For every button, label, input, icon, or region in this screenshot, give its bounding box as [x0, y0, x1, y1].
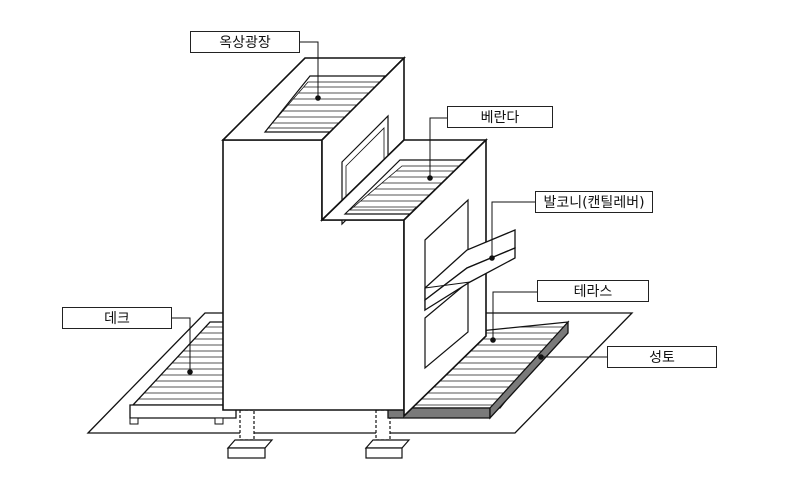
- label-deck: 데크: [62, 307, 172, 329]
- building-main-block: [221, 56, 406, 411]
- leader-lines: [172, 41, 607, 372]
- leader-dots: [187, 95, 544, 375]
- label-terrace: 테라스: [537, 280, 649, 302]
- foundation-left: [226, 409, 274, 459]
- label-rooftop-plaza: 옥상광장: [190, 31, 300, 53]
- label-embankment: 성토: [607, 346, 717, 368]
- label-veranda: 베란다: [447, 106, 553, 128]
- embankment: [387, 320, 569, 420]
- label-balcony: 발코니(캔틸레버): [535, 191, 653, 213]
